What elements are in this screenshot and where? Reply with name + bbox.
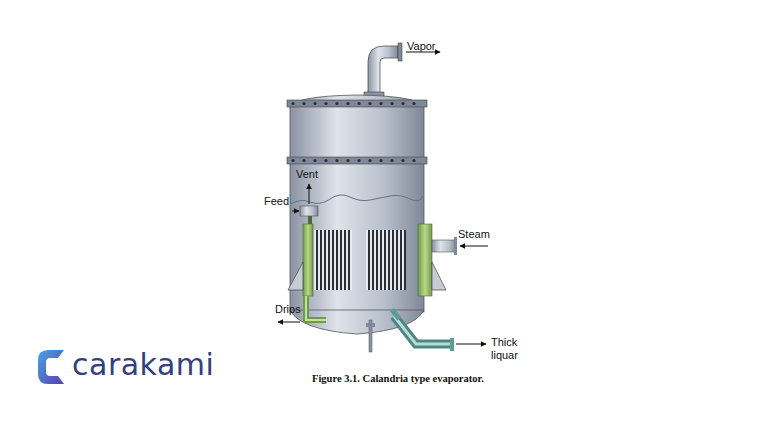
flange-bolt xyxy=(379,102,382,105)
stream-label: Steam xyxy=(458,228,490,241)
flange-bolt xyxy=(368,159,371,162)
watermark: carakami xyxy=(72,347,214,382)
figure-caption: Figure 3.1. Calandria type evaporator. xyxy=(312,373,484,384)
stream-label: Feed xyxy=(264,195,289,208)
flange-bolt xyxy=(335,102,338,105)
flange-bolt xyxy=(412,159,415,162)
flange-bolt xyxy=(302,159,305,162)
flange-bolt xyxy=(313,159,316,162)
flange-bolt xyxy=(379,159,382,162)
flange-bolt xyxy=(390,102,393,105)
flange-bolt xyxy=(324,102,327,105)
flange-bolt xyxy=(291,102,294,105)
flange-bolt xyxy=(357,102,360,105)
flange-bolt xyxy=(346,102,349,105)
stream-label: Drips xyxy=(275,303,301,316)
flange-bolt xyxy=(324,159,327,162)
flange-bolt xyxy=(412,102,415,105)
flange-bolt xyxy=(291,159,294,162)
flange-bolt xyxy=(346,159,349,162)
flange-bolt xyxy=(401,159,404,162)
flange-bolt xyxy=(302,102,305,105)
flange-bolt xyxy=(335,159,338,162)
stream-label: Vapor xyxy=(407,40,436,53)
stream-label: Thick liquar xyxy=(491,336,531,361)
stream-label: Vent xyxy=(296,168,318,181)
flange-bolt xyxy=(368,102,371,105)
flange-bolt xyxy=(357,159,360,162)
flange-bolt xyxy=(313,102,316,105)
flange-bolt xyxy=(390,159,393,162)
flange-bolt xyxy=(401,102,404,105)
